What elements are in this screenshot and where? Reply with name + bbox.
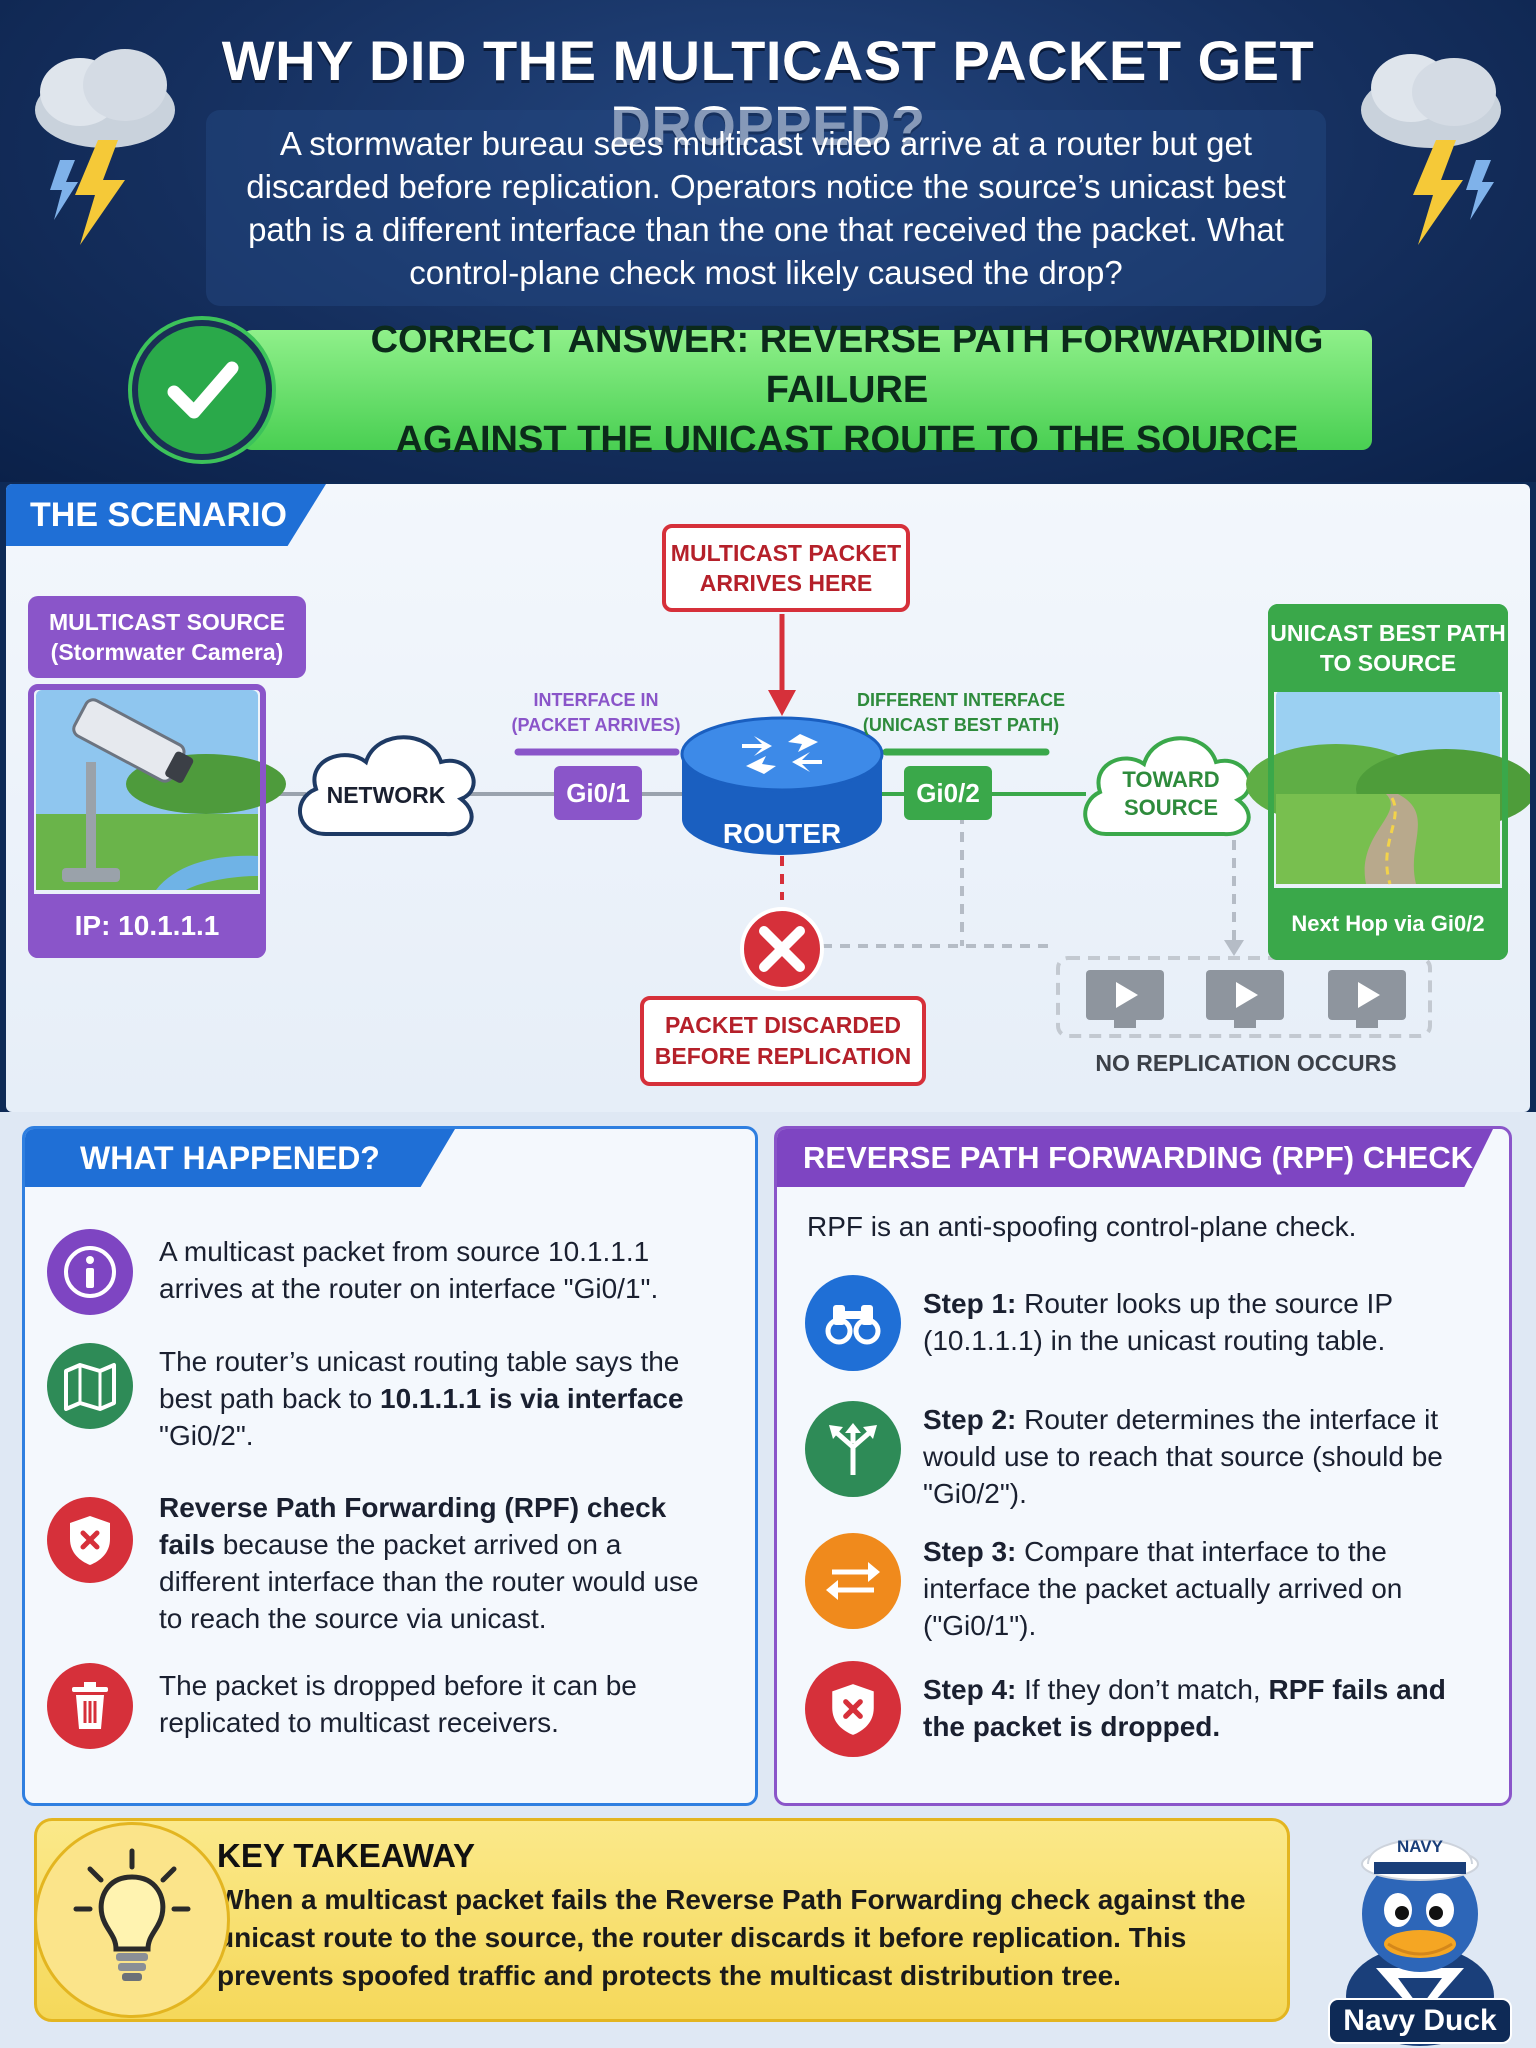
- toward-source-cloud: [1083, 736, 1252, 837]
- toward-line-1: TOWARD: [1122, 767, 1220, 792]
- router-label: ROUTER: [722, 818, 842, 849]
- header: WHY DID THE MULTICAST PACKET GET DROPPED…: [0, 0, 1536, 482]
- toward-source-label: TOWARD SOURCE: [1086, 766, 1256, 822]
- rpf-intro: RPF is an anti-spoofing control-plane ch…: [807, 1211, 1357, 1242]
- checkmark-icon: [132, 320, 272, 460]
- shield-x-icon: [47, 1497, 133, 1583]
- camera-image: [36, 690, 286, 890]
- video-monitor-icon: [1206, 970, 1284, 1028]
- video-monitor-icon: [1086, 970, 1164, 1028]
- next-hop-label: Next Hop via Gi0/2: [1268, 888, 1508, 960]
- map-icon: [47, 1343, 133, 1429]
- storm-cloud-icon: [1361, 54, 1501, 245]
- footer: KEY TAKEAWAY When a multicast packet fai…: [0, 1818, 1536, 2048]
- gi02-text: Gi0/2: [916, 777, 980, 808]
- toward-line-2: SOURCE: [1123, 795, 1219, 820]
- step-text: Step 2: Router determines the interface …: [923, 1404, 1443, 1509]
- arrives-line-2: ARRIVES HERE: [699, 570, 873, 596]
- shield-x-icon: [805, 1661, 901, 1757]
- takeaway-text: When a multicast packet fails the Revers…: [217, 1884, 1246, 1991]
- step-text: Step 3: Compare that interface to the in…: [923, 1536, 1403, 1641]
- best-path-label: UNICAST BEST PATH TO SOURCE: [1268, 604, 1508, 692]
- arrives-line-1: MULTICAST PACKET: [670, 540, 902, 566]
- network-cloud: [298, 735, 476, 837]
- rpf-tab: REVERSE PATH FORWARDING (RPF) CHECK: [777, 1129, 1493, 1187]
- source-ip-text: IP: 10.1.1.1: [74, 910, 220, 941]
- explanation-section: WHAT HAPPENED? A multicast packet from s…: [0, 1112, 1536, 1818]
- what-happened-tab: WHAT HAPPENED?: [25, 1129, 455, 1187]
- gi02-badge: Gi0/2: [904, 766, 992, 820]
- item-text: The router’s unicast routing table says …: [159, 1346, 684, 1451]
- split-arrows-icon: [805, 1401, 901, 1497]
- mascot-name: Navy Duck: [1328, 1998, 1512, 2044]
- swap-arrows-icon: [805, 1533, 901, 1629]
- road-image: [1246, 690, 1530, 885]
- step-text: Step 1: Router looks up the source IP (1…: [923, 1288, 1393, 1356]
- interface-in-label: INTERFACE IN (PACKET ARRIVES): [506, 688, 686, 738]
- answer-line-1: CORRECT ANSWER: REVERSE PATH FORWARDING …: [370, 319, 1324, 411]
- multicast-source-label: MULTICAST SOURCE (Stormwater Camera): [28, 596, 306, 678]
- different-interface-label: DIFFERENT INTERFACE (UNICAST BEST PATH): [856, 688, 1066, 738]
- source-subtitle: (Stormwater Camera): [50, 639, 284, 665]
- next-hop-text: Next Hop via Gi0/2: [1291, 911, 1485, 936]
- different-interface-sub: (UNICAST BEST PATH): [862, 715, 1060, 735]
- gi01-badge: Gi0/1: [554, 766, 642, 820]
- storm-cloud-icon: [35, 49, 175, 245]
- lightbulb-icon: [34, 1822, 230, 2018]
- router-icon: [680, 716, 884, 855]
- answer-banner: CORRECT ANSWER: REVERSE PATH FORWARDING …: [132, 319, 1374, 461]
- info-icon: [47, 1229, 133, 1315]
- answer-bar: CORRECT ANSWER: REVERSE PATH FORWARDING …: [242, 319, 1372, 461]
- video-monitor-icon: [1328, 970, 1406, 1028]
- gi01-text: Gi0/1: [566, 777, 630, 808]
- rpf-check-panel: REVERSE PATH FORWARDING (RPF) CHECK RPF …: [774, 1126, 1512, 1806]
- binoculars-icon: [805, 1275, 901, 1371]
- no-replication-label: NO REPLICATION OCCURS: [1095, 1050, 1397, 1076]
- item-text: The packet is dropped before it can be r…: [159, 1670, 637, 1738]
- what-happened-panel: WHAT HAPPENED? A multicast packet from s…: [22, 1126, 758, 1806]
- different-interface-title: DIFFERENT INTERFACE: [856, 690, 1065, 710]
- discarded-line-1: PACKET DISCARDED: [665, 1012, 901, 1038]
- scenario-panel: THE SCENARIO MULTICAST SOURCE (Stormwate…: [6, 484, 1530, 1112]
- discard-x-icon: [740, 907, 824, 991]
- best-path-line-2: TO SOURCE: [1319, 650, 1457, 676]
- video-receivers: [1056, 956, 1432, 1038]
- answer-text: CORRECT ANSWER: REVERSE PATH FORWARDING …: [342, 315, 1352, 465]
- interface-in-title: INTERFACE IN: [533, 690, 659, 710]
- source-ip: IP: 10.1.1.1: [28, 894, 266, 958]
- item-text: Reverse Path Forwarding (RPF) check fail…: [159, 1492, 699, 1634]
- step-text: Step 4: If they don’t match, RPF fails a…: [923, 1674, 1446, 1742]
- scenario-tab: THE SCENARIO: [6, 484, 326, 546]
- key-takeaway-box: KEY TAKEAWAY When a multicast packet fai…: [34, 1818, 1290, 2022]
- takeaway-title: KEY TAKEAWAY: [217, 1837, 475, 1874]
- packet-arrives-label: MULTICAST PACKET ARRIVES HERE: [662, 524, 910, 612]
- source-title: MULTICAST SOURCE: [49, 609, 285, 635]
- answer-line-2: AGAINST THE UNICAST ROUTE TO THE SOURCE: [395, 419, 1299, 461]
- question-text: A stormwater bureau sees multicast video…: [246, 125, 1286, 291]
- interface-in-sub: (PACKET ARRIVES): [511, 715, 681, 735]
- network-diagram: [36, 614, 1530, 1038]
- best-path-line-1: UNICAST BEST PATH: [1270, 620, 1506, 646]
- item-text: A multicast packet from source 10.1.1.1 …: [159, 1236, 659, 1304]
- question-box: A stormwater bureau sees multicast video…: [206, 110, 1326, 306]
- network-label: NETWORK: [326, 782, 446, 808]
- mascot-hat-text: NAVY: [1397, 1837, 1444, 1856]
- packet-discarded-label: PACKET DISCARDED BEFORE REPLICATION: [640, 996, 926, 1086]
- trash-icon: [47, 1663, 133, 1749]
- discarded-line-2: BEFORE REPLICATION: [654, 1043, 912, 1069]
